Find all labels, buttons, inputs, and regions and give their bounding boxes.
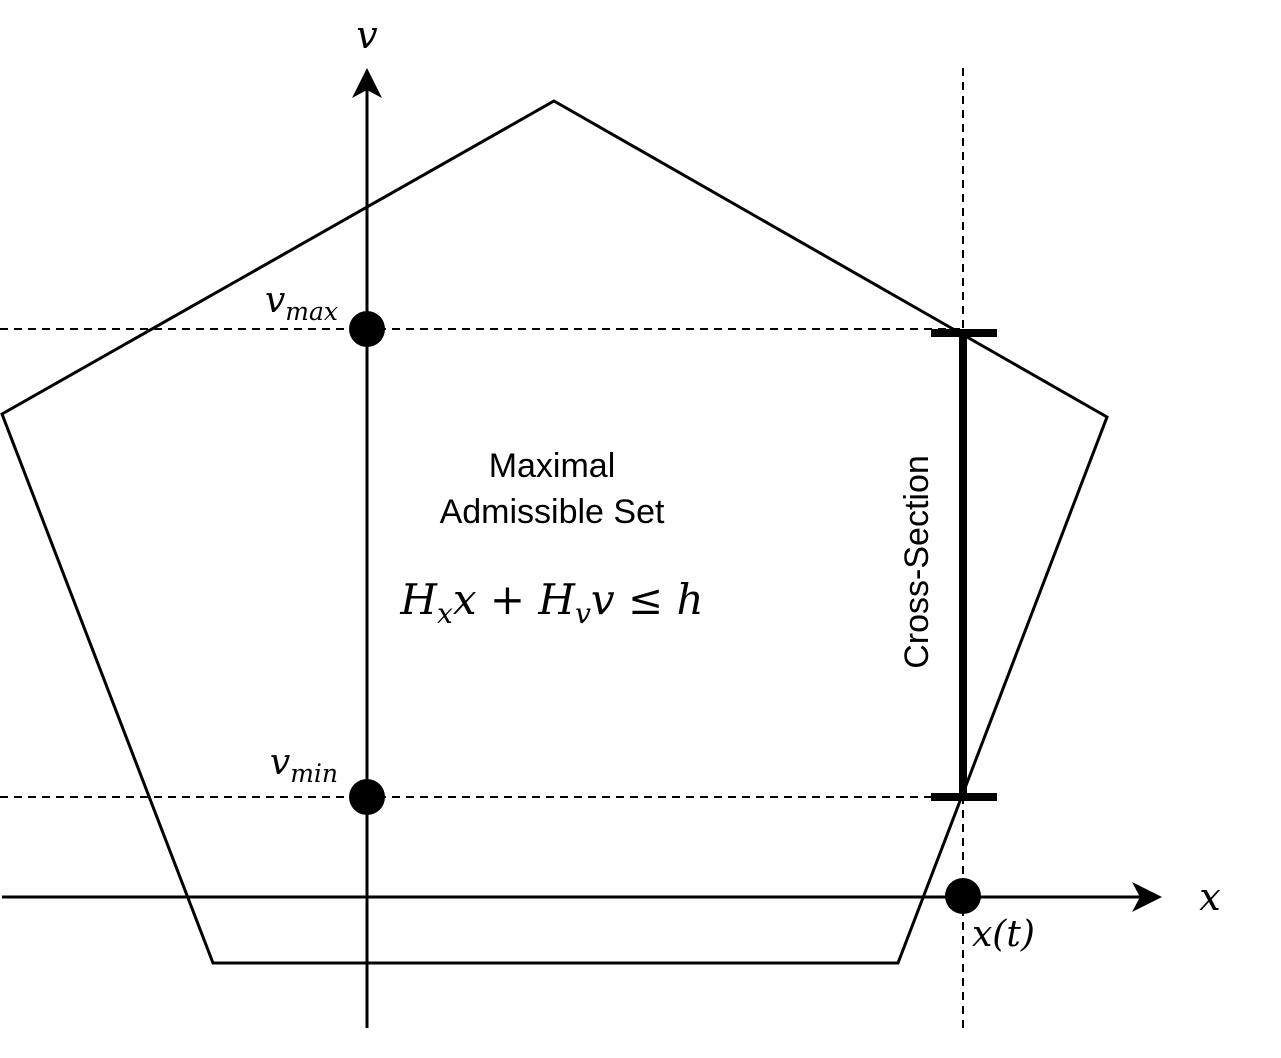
admissible-set-polygon — [0, 99, 1109, 965]
plus-sign: + — [477, 575, 539, 624]
v-min-point — [349, 779, 385, 815]
x-axis-label: x — [1199, 875, 1220, 919]
v-variable: v — [591, 575, 615, 624]
x-t-label: x(t) — [972, 914, 1035, 955]
hv-subscript: v — [575, 597, 591, 630]
v-max-sub: max — [285, 297, 338, 326]
v-axis-arrowhead — [352, 68, 382, 98]
v-min-label: vmin — [270, 742, 338, 788]
v-max-label: vmax — [265, 280, 338, 326]
v-max-base: v — [265, 280, 285, 321]
x-axis-arrowhead — [1132, 882, 1162, 912]
hx-subscript: x — [437, 597, 453, 630]
v-min-base: v — [270, 742, 290, 783]
set-title-line2: Admissible Set — [440, 493, 665, 531]
cross-section-label: Cross-Section — [898, 455, 936, 669]
v-max-point — [349, 311, 385, 347]
leq-sign: ≤ — [615, 575, 677, 624]
x-t-point — [945, 878, 981, 914]
v-axis-label: v — [356, 13, 378, 57]
hx-symbol: H — [399, 575, 438, 624]
h-variable: h — [677, 575, 704, 624]
constraint-formula: Hxx + Hvv ≤ h — [399, 575, 703, 630]
v-min-sub: min — [290, 759, 338, 788]
hv-symbol: H — [537, 575, 576, 624]
set-title-line1: Maximal — [489, 447, 616, 485]
x-variable: x — [453, 575, 477, 624]
